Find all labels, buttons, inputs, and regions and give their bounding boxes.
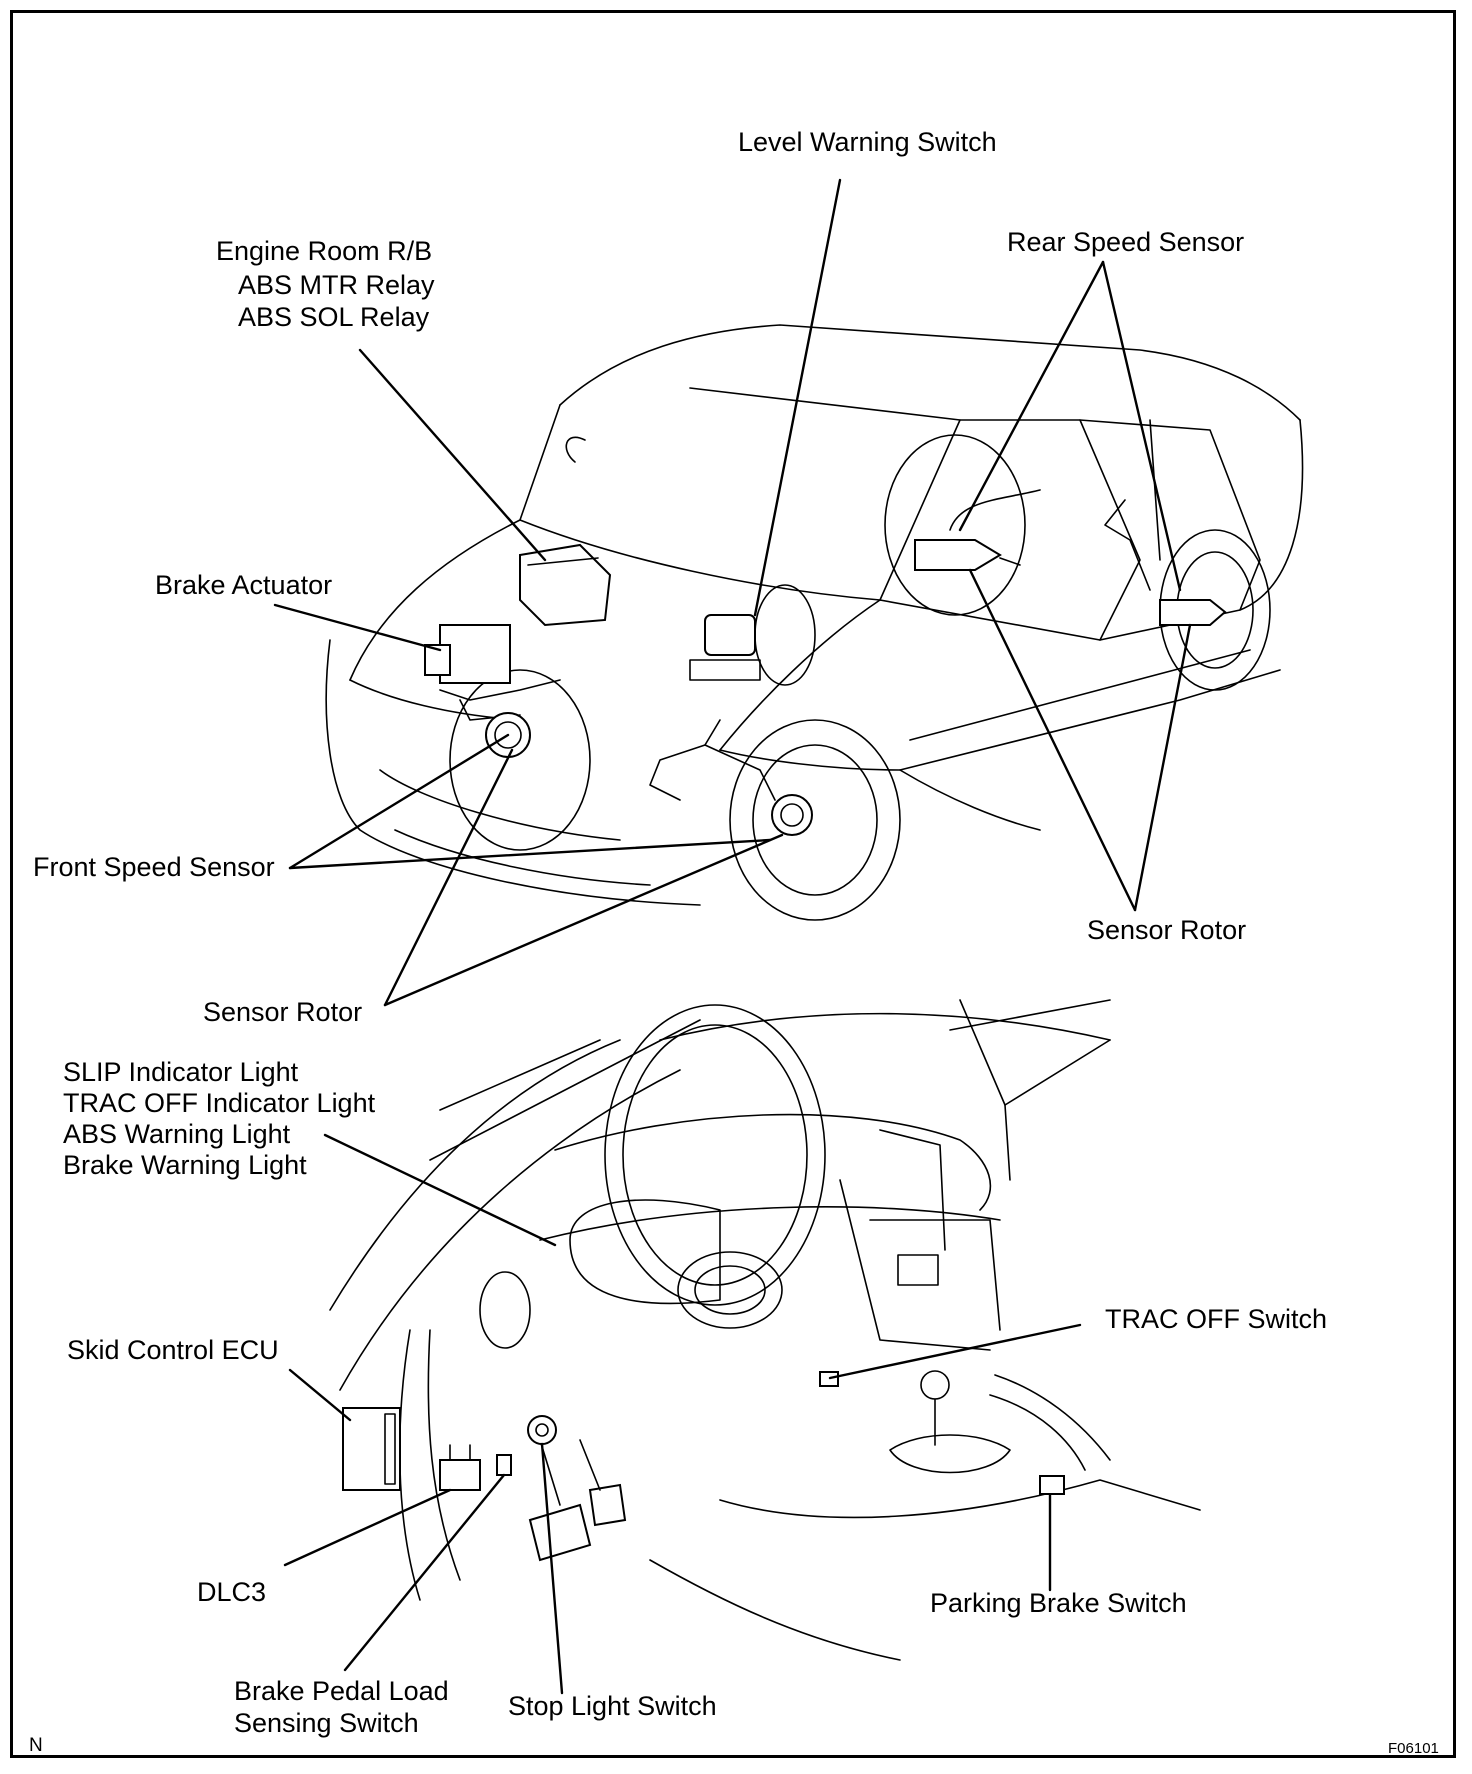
brake-actuator <box>424 624 561 721</box>
dlc3-connector <box>439 1444 481 1491</box>
front-harness <box>649 719 721 801</box>
figure-frame <box>10 10 1456 1758</box>
stop-light-switch <box>527 1415 557 1445</box>
engine-room-relay-box <box>519 543 612 627</box>
label-parking-brake-switch: Parking Brake Switch <box>930 1588 1187 1618</box>
front-harness-branch <box>704 744 776 801</box>
label-abs-sol-relay: ABS SOL Relay <box>238 302 430 332</box>
label-slip-indicator-light: SLIP Indicator Light <box>63 1057 299 1087</box>
leader-lines-upper <box>273 178 1192 1007</box>
trac-off-switch <box>819 1371 839 1387</box>
label-brake-pedal-load: Brake Pedal Load <box>234 1676 449 1706</box>
label-trac-off-indicator-light: TRAC OFF Indicator Light <box>63 1088 376 1118</box>
skid-control-ecu <box>342 1407 401 1491</box>
label-rear-speed-sensor: Rear Speed Sensor <box>1007 227 1245 257</box>
master-cylinder <box>689 584 816 686</box>
label-brake-warning-light: Brake Warning Light <box>63 1150 307 1180</box>
leader-lines-lower <box>283 1133 1082 1695</box>
parking-brake-switch <box>1039 1475 1065 1495</box>
front-sensor-rotor-right <box>771 794 813 836</box>
label-level-warning-switch: Level Warning Switch <box>738 127 997 157</box>
figure-id: F06101 <box>1388 1740 1439 1757</box>
label-abs-warning-light: ABS Warning Light <box>63 1119 291 1149</box>
label-stop-light-switch: Stop Light Switch <box>508 1691 717 1721</box>
label-sensor-rotor-rear: Sensor Rotor <box>1087 915 1247 945</box>
rear-axle-assembly <box>914 489 1227 626</box>
label-dlc3: DLC3 <box>197 1577 267 1607</box>
label-skid-control-ecu: Skid Control ECU <box>67 1335 279 1365</box>
corner-mark-left: N <box>29 1735 43 1756</box>
label-sensing-switch: Sensing Switch <box>234 1708 419 1738</box>
label-brake-actuator: Brake Actuator <box>155 570 333 600</box>
label-sensor-rotor-front: Sensor Rotor <box>203 997 363 1027</box>
label-trac-off-switch: TRAC OFF Switch <box>1105 1304 1328 1334</box>
label-engine-room-rb: Engine Room R/B <box>216 236 433 266</box>
label-front-speed-sensor: Front Speed Sensor <box>33 852 275 882</box>
interior-outline <box>329 999 1201 1661</box>
brake-pedal-load-switch <box>496 1454 512 1476</box>
label-abs-mtr-relay: ABS MTR Relay <box>238 270 435 300</box>
